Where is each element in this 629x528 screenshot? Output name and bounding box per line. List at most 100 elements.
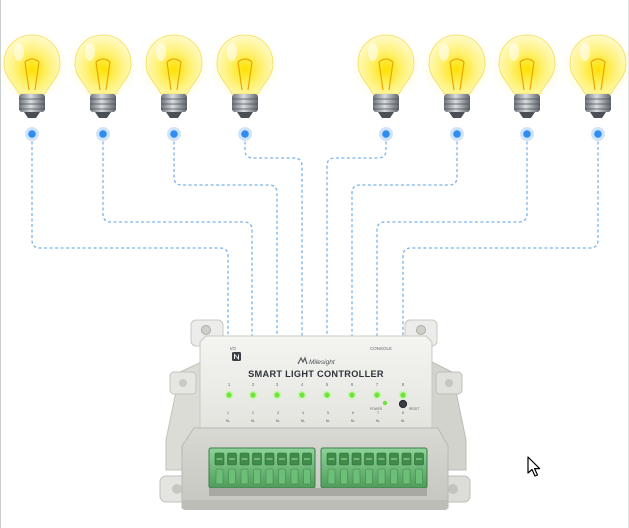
channel-led-icon [374,392,380,398]
channel-led-icon [274,392,280,398]
nfc-icon [232,352,241,361]
terminal-pin-label: NL [401,419,406,423]
terminal-socket [327,468,336,485]
reset-button[interactable] [398,399,408,409]
device-title: SMART LIGHT CONTROLLER [248,369,384,379]
screw-hole-icon [416,325,426,335]
terminal-number: 5 [327,410,330,415]
connection-line [173,136,278,338]
node-dot-icon [170,130,178,138]
connection-line [102,136,253,338]
connection-line [376,136,528,338]
bulb-filament [378,58,394,91]
terminal-block-left [208,447,316,489]
channel-led-icon [226,392,232,398]
light-bulb-icon [350,30,422,118]
terminal-socket [390,468,398,485]
brand-name: Milesight [309,359,336,366]
connection-line [351,136,458,338]
bulb-base [19,94,45,112]
terminal-socket [352,468,361,485]
channel-led-icon [324,392,330,398]
screw-hole-icon [448,484,458,494]
mouse-pointer-icon [527,456,541,477]
bulb-filament [95,58,111,91]
terminal-pin-label: NL [351,419,356,423]
terminal-pin-label: NL [376,419,381,423]
terminal-socket [215,468,224,485]
terminal-pin-label: NL [326,419,331,423]
bulb-tip [237,112,253,118]
channel-number: 6 [351,382,354,387]
channel-number: 1 [228,382,231,387]
node-dots [25,127,605,141]
terminal-socket [303,468,311,485]
bulb-tip [590,112,606,118]
light-bulb-icon [209,30,281,118]
bulb-highlight [85,43,95,61]
node-dot-icon [99,130,107,138]
frame-left-border [0,0,1,528]
terminal-pin-label: NL [251,419,256,423]
node-dot-icon [28,130,36,138]
light-bulb-icon [0,30,68,118]
bulb-base [90,94,116,112]
terminal-socket [253,468,261,485]
bulb-highlight [227,43,237,61]
reset-label: RESET [409,407,420,411]
bulb-filament [449,58,465,91]
screw-hole-icon [201,325,211,335]
bulb-base [373,94,399,112]
terminal-number: 3 [277,410,280,415]
terminal-number: 4 [302,410,305,415]
bulb-highlight [14,43,24,61]
terminal-number: 7 [377,410,380,415]
channel-led-icon [299,392,305,398]
bulb-tip [519,112,535,118]
terminal-number: 1 [227,410,230,415]
bulb-highlight [368,43,378,61]
connection-line [402,136,599,338]
bulb-tip [449,112,465,118]
terminal-number: 6 [352,410,355,415]
terminal-number: 8 [402,410,405,415]
terminal-number: 2 [252,410,255,415]
node-dot-icon [241,130,249,138]
power-label: POWER [370,407,383,411]
channel-led-icon [400,392,406,398]
terminal-pin-label: NL [301,419,306,423]
smart-light-controller: I/O CONSOLE Milesight SMART LIGHT CONTRO… [159,319,471,510]
node-dot-icon [594,130,602,138]
terminal-socket [365,468,373,485]
terminal-pin-label: NL [276,419,281,423]
terminal-block-right [320,447,428,489]
channel-led-icon [250,392,256,398]
terminal-socket [228,468,236,485]
channel-number: 4 [301,382,304,387]
bulb-filament [237,58,253,91]
terminal-socket [340,468,348,485]
light-bulb-icon [491,30,563,118]
bulb-filament [24,58,40,91]
channel-number: 5 [326,382,329,387]
housing-base [182,500,448,510]
light-bulb-icon [67,30,139,118]
connection-line [31,136,229,338]
screw-hole-icon [179,379,187,387]
connection-lines [31,136,599,338]
bulb-base [585,94,611,112]
screw-hole-icon [172,484,182,494]
bulb-tip [24,112,40,118]
bulb-base [232,94,258,112]
bulb-highlight [580,43,590,61]
bulb-highlight [156,43,166,61]
node-dot-icon [523,130,531,138]
light-bulb-icon [562,30,629,118]
screw-hole-icon [445,379,453,387]
node-dot-icon [453,130,461,138]
connection-line [326,136,387,338]
bulb-base [161,94,187,112]
